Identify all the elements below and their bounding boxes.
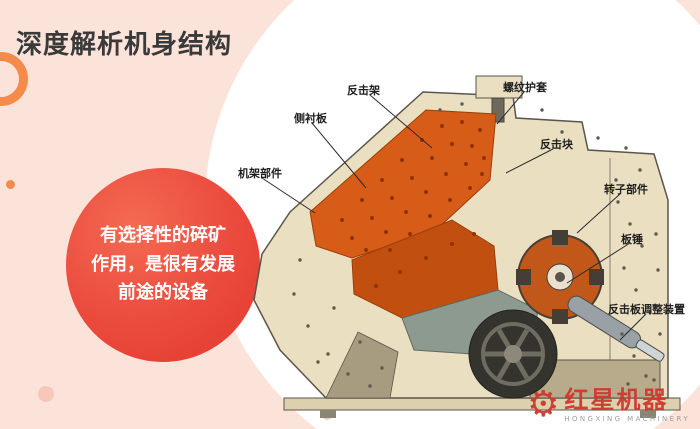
gear-icon: ⚙ [527,384,560,425]
part-label-impact-block: 反击块 [540,138,573,151]
liner-dots [340,120,486,288]
machine-foot-left [320,410,336,418]
highlight-bubble: 有选择性的碎矿 作用，是很有发展 前途的设备 [66,168,260,362]
decor-dot-pink-large [38,386,54,402]
part-label-blow-bar: 板锤 [621,233,643,246]
part-label-impact-plate-adjuster: 反击板调整装置 [608,303,685,316]
part-label-rotor-parts: 转子部件 [604,183,648,196]
bubble-line-3: 前途的设备 [118,282,208,304]
machine-foot-right [640,410,656,418]
logo-subtitle: HONGXING MACHINERY [564,414,690,423]
part-label-side-liner: 侧衬板 [294,112,327,125]
part-label-frame-parts: 机架部件 [238,167,282,180]
logo-name: 红星机器 [564,386,669,415]
flywheel [468,309,558,399]
decor-dot-orange [6,180,15,189]
hongxing-logo: ⚙ 红星机器 HONGXING MACHINERY [527,387,690,423]
bubble-line-1: 有选择性的碎矿 [100,224,226,246]
bubble-line-2: 作用，是很有发展 [91,253,235,275]
part-label-thread-sleeve: 螺纹护套 [503,81,547,94]
impact-chamber-liner [309,109,497,259]
logo-text-block: 红星机器 HONGXING MACHINERY [564,386,690,423]
discharge-chute [325,331,399,399]
part-label-impact-frame: 反击架 [347,84,380,97]
page-title: 深度解析机身结构 [16,30,233,60]
decor-ring [0,52,28,106]
